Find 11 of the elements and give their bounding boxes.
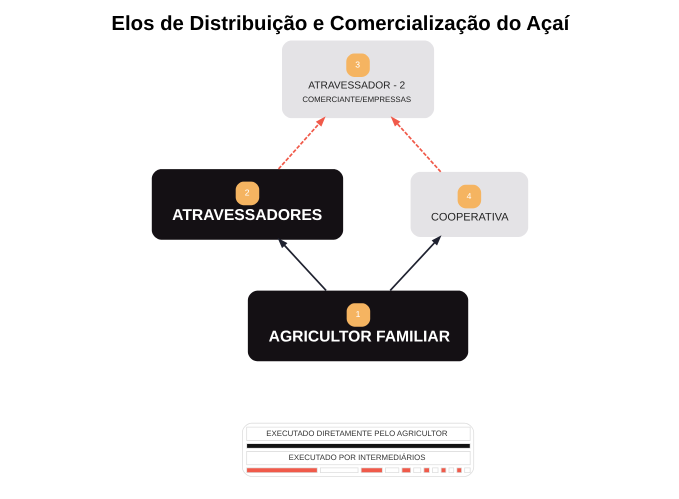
legend-label: EXECUTADO POR INTERMEDIÁRIOS <box>288 453 426 462</box>
node-box: 2 ATRAVESSADORES <box>151 169 343 240</box>
node-box: 1 AGRICULTOR FAMILIAR <box>247 290 468 362</box>
arrow <box>277 116 326 170</box>
arrow <box>390 116 441 172</box>
arrow <box>277 238 326 292</box>
node-box: 4 COOPERATIVA <box>410 172 528 237</box>
diagram-title: Elos de Distribuição e Comercialização do Açaí <box>110 13 569 36</box>
node-box: 3 ATRAVESSADOR - 2 COMERCIANTE/EMPRESSAS <box>281 40 434 118</box>
legend-label: EXECUTADO DIRETAMENTE PELO AGRICULTOR <box>266 428 448 438</box>
arrow <box>389 235 442 292</box>
